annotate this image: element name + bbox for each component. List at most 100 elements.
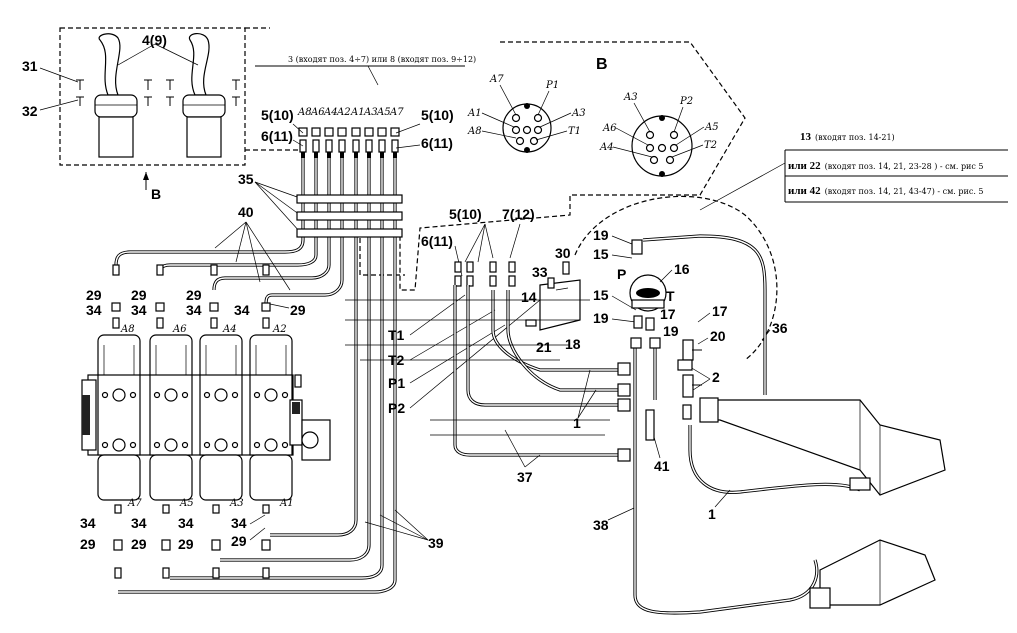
hose-guides (345, 299, 610, 436)
valve-cap-bottom-3 (249, 454, 293, 501)
callout-41: 41 (654, 458, 670, 474)
fit-top-cap-3 (262, 264, 270, 276)
conn-left-t1: T1 (568, 126, 581, 137)
callout-35: 35 (238, 171, 254, 187)
fit-top-cap-0 (112, 264, 120, 276)
callout-34-a6: 34 (131, 302, 147, 318)
manifold-fit-b-2 (489, 275, 497, 287)
valve-port-bottom-a3: A3 (229, 498, 244, 509)
callout-36: 36 (772, 320, 788, 336)
fit-bot-nut-1 (161, 539, 171, 551)
callout-18: 18 (565, 336, 581, 352)
top-stem-a6 (314, 152, 318, 158)
top-port-label-a5: A5 (376, 107, 391, 118)
top-fitting-a8 (298, 127, 308, 137)
label-p1: P1 (388, 375, 405, 391)
valve-cap-bottom-1 (149, 454, 193, 501)
valve-port-top-a2: A2 (272, 324, 287, 335)
bolt-a-1 (153, 391, 161, 399)
hose-core-a7 (118, 158, 396, 593)
joystick-view: 31 32 4(9) (22, 27, 246, 166)
callout-29-a3: 29 (178, 536, 194, 552)
top-stem-a3 (367, 152, 371, 158)
top-fitting-a2 (337, 127, 347, 137)
callout-19-top: 19 (593, 227, 609, 243)
conn-right-a3: A3 (623, 92, 638, 103)
callout-15-mid: 15 (593, 287, 609, 303)
callout-20: 20 (710, 328, 726, 344)
cap-ribs-2 (205, 345, 237, 375)
valve-port-bottom-a5: A5 (179, 498, 194, 509)
callout-40: 40 (238, 204, 254, 220)
valve-port-top-a8: A8 (120, 324, 135, 335)
callout-29-a1: 29 (231, 533, 247, 549)
top-port-label-a7: A7 (389, 107, 404, 118)
manifold-fit-a-2 (489, 261, 497, 273)
view-arrow-b: B (143, 172, 161, 202)
fit-bot-nut-0 (113, 539, 123, 551)
callout-16: 16 (674, 261, 690, 277)
callout-29-a7: 29 (80, 536, 96, 552)
valve-port-bottom-a7: A7 (127, 498, 142, 509)
conn-left-a3: A3 (571, 108, 586, 119)
fit-bot-adapter-3 (262, 504, 270, 514)
callout-34-a1: 34 (231, 515, 247, 531)
callout-1-low: 1 (708, 506, 716, 522)
callout-17-right: 17 (712, 303, 728, 319)
valve-bore-top-3 (264, 388, 278, 402)
top-stem-a5 (380, 152, 384, 158)
callout-29-a5: 29 (131, 536, 147, 552)
pilot-manifold: 5(10) 7(12) 6(11) T1 T2 P1 P2 (388, 206, 541, 416)
bolt-b-3 (281, 391, 289, 399)
view-arrow-label: B (151, 186, 161, 202)
callout-39: 39 (428, 535, 444, 551)
top-stem-a7 (393, 152, 397, 158)
hose-core-a1 (270, 158, 357, 536)
callout-5-10-left: 5(10) (261, 107, 294, 123)
callout-1-mid: 1 (573, 415, 581, 431)
bolt-a-2 (203, 391, 211, 399)
valve-bore-bottom-3 (264, 438, 278, 452)
conn-left-a1: A1 (467, 108, 482, 119)
cap-ribs-3 (255, 345, 287, 375)
valve-bore-top-1 (164, 388, 178, 402)
bolt-d-1 (181, 441, 189, 449)
callout-34-a8: 34 (86, 302, 102, 318)
valve-bottom-callouts: 34 29 34 29 34 29 34 29 39 (80, 509, 444, 552)
top-stem-a2 (340, 152, 344, 158)
bolt-b-2 (231, 391, 239, 399)
legend-row-2: или 22(входят поз. 14, 21, 23-28 ) - см.… (788, 160, 984, 172)
view-b-outline (245, 27, 746, 291)
conn-right-a6: A6 (602, 123, 617, 134)
top-fitting-a1 (351, 127, 361, 137)
top-stem-a4 (327, 152, 331, 158)
fit-top-nut-1 (155, 302, 165, 312)
fit-top-adapter-3 (262, 317, 270, 329)
top-nut-a7 (391, 139, 399, 153)
fit-bot-nut-2 (211, 539, 221, 551)
callout-6-11-right: 6(11) (421, 135, 453, 151)
callout-2: 2 (712, 369, 720, 385)
bolt-d-3 (281, 441, 289, 449)
pedal-valve-assembly: 19 15 16 15 17 19 19 P T 30 33 14 21 18 (521, 195, 778, 361)
callout-32: 32 (22, 103, 38, 119)
valve-bore-bottom-1 (164, 438, 178, 452)
conn-right-a4: A4 (599, 142, 614, 153)
top-nut-a2 (338, 139, 346, 153)
bolt-c-0 (101, 441, 109, 449)
label-p: P (617, 266, 626, 282)
valve-bore-bottom-0 (112, 438, 126, 452)
hose-core-a5 (170, 158, 383, 579)
bolt-c-2 (203, 441, 211, 449)
fit-top-adapter-2 (210, 317, 218, 329)
callout-17-mid: 17 (660, 306, 676, 322)
bolt-c-3 (253, 441, 261, 449)
fit-bot-nut-3 (261, 539, 271, 551)
callout-34-a5: 34 (131, 515, 147, 531)
view-b-letter: B (596, 56, 608, 73)
top-nut-a3 (365, 139, 373, 153)
top-fitting-a5 (377, 127, 387, 137)
fit-bot-adapter-1 (162, 504, 170, 514)
fit-bot-cap-1 (162, 567, 170, 579)
